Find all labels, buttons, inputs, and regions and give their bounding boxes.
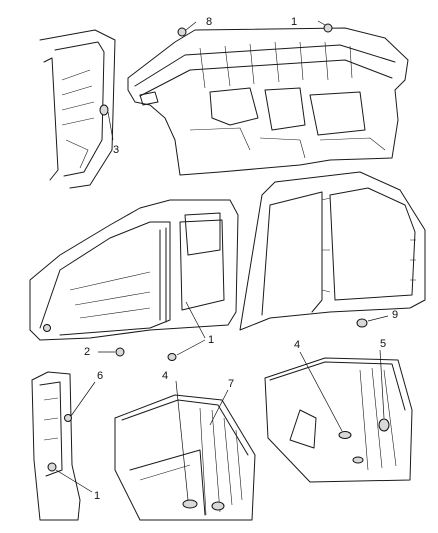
callout-1: 1	[208, 334, 215, 346]
plug-floor-shape	[211, 501, 225, 511]
plug-4a-shape	[182, 499, 198, 509]
door-opening-view	[39, 29, 116, 189]
plug-5-shape	[378, 418, 390, 432]
tailgate-pillar-view	[31, 371, 96, 521]
callout-3: 3	[113, 144, 120, 156]
callout-5: 5	[380, 338, 387, 350]
body-side-view	[239, 171, 426, 331]
cargo-box-view	[114, 380, 256, 521]
plug-door-shape	[43, 324, 51, 332]
cowl-panel-view	[127, 20, 409, 176]
callout-4: 4	[162, 370, 169, 382]
callout-9: 9	[392, 309, 399, 321]
plug-6-shape	[64, 414, 72, 422]
callout-4: 4	[294, 339, 301, 351]
plug-8-shape	[177, 27, 187, 37]
plug-1c-shape	[47, 462, 57, 472]
plug-1a-shape	[323, 23, 333, 33]
plug-2-shape	[115, 347, 125, 357]
callout-6: 6	[97, 370, 104, 382]
plug-4b-shape	[338, 431, 352, 439]
callout-8: 8	[206, 16, 213, 28]
plug-9-shape	[356, 318, 368, 328]
bed-floor-view	[264, 349, 413, 483]
cab-side-view	[29, 199, 239, 361]
callout-1: 1	[291, 16, 298, 28]
callout-1: 1	[94, 490, 101, 502]
plug-3-shape	[99, 104, 109, 116]
plug-bed-shape	[352, 456, 364, 464]
plug-1b-shape	[167, 353, 177, 361]
callout-2: 2	[84, 346, 91, 358]
callout-7: 7	[228, 378, 235, 390]
